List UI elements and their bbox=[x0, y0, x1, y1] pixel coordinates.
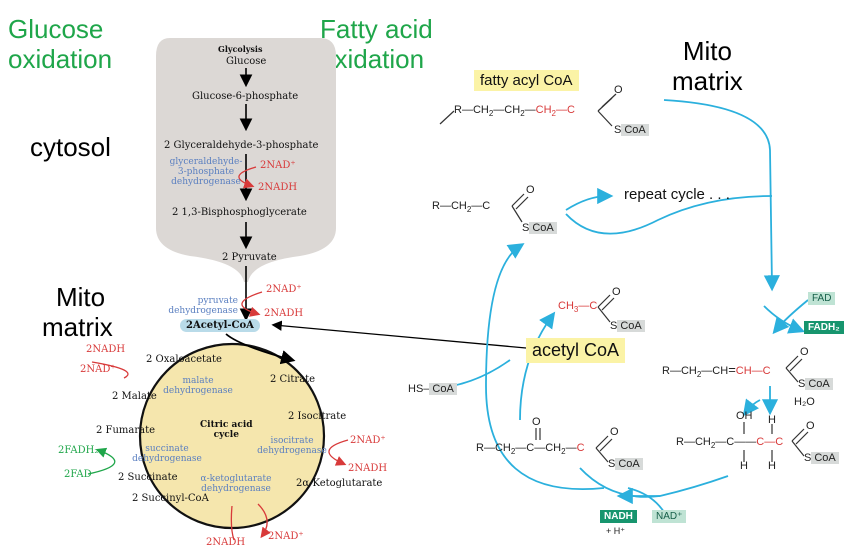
o-acetyl: O bbox=[612, 286, 621, 298]
tca-oxaloacetate: 2 Oxaloacetate bbox=[146, 354, 222, 365]
tca-succinyl-coa: 2 Succinyl-CoA bbox=[132, 493, 209, 504]
label-fadh2: FADH₂ bbox=[804, 321, 844, 334]
oh-hydroxyacyl: OH bbox=[736, 410, 753, 422]
o-hydroxyacyl: O bbox=[806, 420, 815, 432]
pdh-nad: 2NAD⁺ bbox=[266, 284, 302, 295]
label-water: H₂O bbox=[794, 396, 815, 408]
gapdh-nad: 2NAD⁺ bbox=[260, 160, 296, 171]
label-nad: NAD⁺ bbox=[652, 510, 687, 523]
struct-acyl-shortened: R—CH2—C bbox=[432, 200, 491, 215]
glycolysis-step-glucose: Glucose bbox=[226, 56, 267, 67]
o-enoyl: O bbox=[800, 346, 809, 358]
tca-iso-nadh: 2NADH bbox=[348, 463, 388, 474]
tca-akg-nadh: 2NADH bbox=[206, 537, 246, 548]
glycolysis-title: Glycolysis bbox=[218, 44, 263, 54]
gapdh-nadh: 2NADH bbox=[258, 182, 298, 193]
glycolysis-step-g6p: Glucose-6-phosphate bbox=[192, 91, 299, 102]
label-mito-matrix-right: Mito matrix bbox=[672, 36, 743, 96]
o2-ketoacyl: O bbox=[610, 426, 619, 438]
h-top-hydroxyacyl: H bbox=[768, 414, 776, 426]
tca-iso-nad: 2NAD⁺ bbox=[350, 435, 386, 446]
tca-malate-nadh: 2NADH bbox=[86, 344, 126, 355]
glycolysis-step-g3p: 2 Glyceraldehyde-3-phosphate bbox=[164, 140, 319, 151]
struct-ketoacyl-coa: R—CH2—C—CH2—C bbox=[476, 442, 585, 457]
o1-ketoacyl: O bbox=[532, 416, 541, 428]
tca-fadh2: 2FADH₂ bbox=[58, 445, 99, 456]
tca-akg-nad: 2NAD⁺ bbox=[268, 531, 304, 542]
label-hplus: + H⁺ bbox=[606, 526, 626, 536]
h-bottom-left-hydroxyacyl: H bbox=[740, 460, 748, 472]
heading-glucose-oxidation: Glucose oxidation bbox=[8, 14, 113, 74]
pdh-nadh: 2NADH bbox=[264, 308, 304, 319]
label-mito-matrix-left: Mito matrix bbox=[42, 282, 113, 342]
tca-succinate: 2 Succinate bbox=[118, 472, 178, 483]
label-repeat-cycle: repeat cycle . . . bbox=[624, 186, 730, 203]
tca-citrate: 2 Citrate bbox=[270, 374, 316, 385]
glycolysis-step-bpg: 2 1,3-Bisphosphoglycerate bbox=[172, 207, 307, 218]
heading-fatty-acid-oxidation: Fatty acid oxidation bbox=[320, 14, 433, 74]
label-hs-coa: HS–CoA bbox=[408, 383, 457, 395]
tca-fad: 2FAD bbox=[64, 469, 92, 480]
label-acetyl-coa: acetyl CoA bbox=[526, 338, 626, 363]
o-fatty-acyl: O bbox=[614, 84, 623, 96]
tca-isocitrate: 2 Isocitrate bbox=[288, 411, 347, 422]
label-fad: FAD bbox=[808, 292, 836, 305]
tca-malate-nad: 2NAD⁺ bbox=[80, 364, 116, 375]
tca-fumarate: 2 Fumarate bbox=[96, 425, 156, 436]
struct-acetyl-coa: CH3—C bbox=[558, 300, 598, 315]
o-acyl-shortened: O bbox=[526, 184, 535, 196]
struct-hydroxyacyl-coa: R—CH2—C——C—C bbox=[676, 436, 784, 451]
label-fatty-acyl-coa: fatty acyl CoA bbox=[474, 70, 579, 91]
acetyl-coa-2: 2Acetyl-CoA bbox=[180, 319, 260, 332]
glycolysis-step-pyruvate: 2 Pyruvate bbox=[222, 252, 277, 263]
label-nadh: NADH bbox=[600, 510, 637, 523]
struct-enoyl-coa: R—CH2—CH=CH—C bbox=[662, 362, 771, 380]
tca-ketoglutarate: 2α-Ketoglutarate bbox=[296, 478, 383, 489]
h-bottom-right-hydroxyacyl: H bbox=[768, 460, 776, 472]
struct-fatty-acyl-coa: R—CH2—CH2—CH2—C bbox=[454, 104, 575, 119]
label-cytosol: cytosol bbox=[30, 132, 111, 162]
tca-malate: 2 Malate bbox=[112, 391, 157, 402]
